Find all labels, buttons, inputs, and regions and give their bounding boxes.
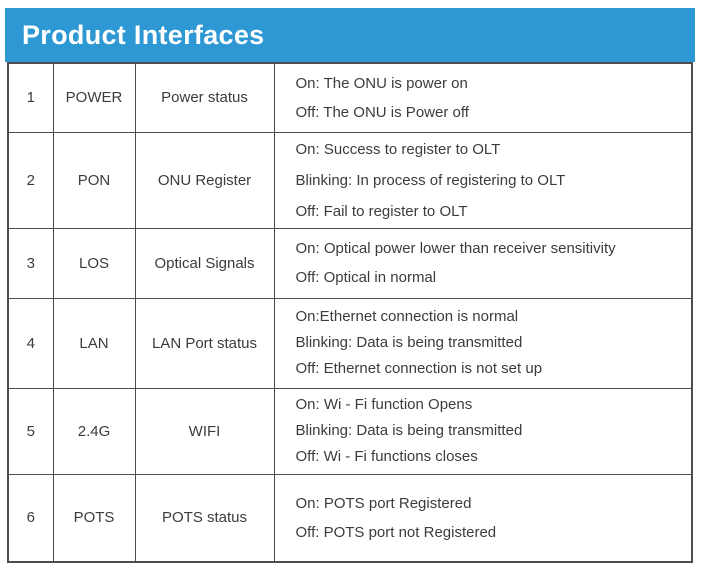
table-row: 6 POTS POTS status On: POTS port Registe… xyxy=(7,473,693,563)
led-function-cell: Power status xyxy=(134,62,275,133)
state-line: Off: Fail to register to OLT xyxy=(295,202,468,220)
table-row: 1 POWER Power status On: The ONU is powe… xyxy=(7,62,693,133)
state-line: Off: Ethernet connection is not set up xyxy=(295,360,543,377)
led-states-cell: On: Wi - Fi function Opens Blinking: Dat… xyxy=(273,387,693,475)
table-row: 5 2.4G WIFI On: Wi - Fi function Opens B… xyxy=(7,387,693,475)
state-line: Blinking: In process of registering to O… xyxy=(295,171,566,189)
state-line: Off: POTS port not Registered xyxy=(295,523,497,541)
led-name-cell: POTS xyxy=(52,473,136,563)
table-row: 4 LAN LAN Port status On:Ethernet connec… xyxy=(7,297,693,389)
state-line: On: Optical power lower than receiver se… xyxy=(295,240,616,257)
state-line: Off: The ONU is Power off xyxy=(295,103,469,121)
led-function-cell: LAN Port status xyxy=(134,297,275,389)
state-line: On: POTS port Registered xyxy=(295,494,472,512)
led-states-cell: On: Success to register to OLT Blinking:… xyxy=(273,131,693,229)
led-function-cell: WIFI xyxy=(134,387,275,475)
row-number-cell: 6 xyxy=(7,473,54,563)
state-line: Off: Optical in normal xyxy=(295,269,437,286)
state-line: Blinking: Data is being transmitted xyxy=(295,422,523,439)
led-name-cell: POWER xyxy=(52,62,136,133)
row-number-cell: 4 xyxy=(7,297,54,389)
row-number-cell: 1 xyxy=(7,62,54,133)
led-states-cell: On: POTS port Registered Off: POTS port … xyxy=(273,473,693,563)
led-states-cell: On:Ethernet connection is normal Blinkin… xyxy=(273,297,693,389)
led-name-cell: LOS xyxy=(52,227,136,299)
interfaces-table: 1 POWER Power status On: The ONU is powe… xyxy=(7,62,693,563)
state-line: On: Wi - Fi function Opens xyxy=(295,396,473,413)
led-states-cell: On: Optical power lower than receiver se… xyxy=(273,227,693,299)
state-line: On: Success to register to OLT xyxy=(295,140,501,158)
table-row: 3 LOS Optical Signals On: Optical power … xyxy=(7,227,693,299)
row-number-cell: 2 xyxy=(7,131,54,229)
state-line: Blinking: Data is being transmitted xyxy=(295,334,523,351)
state-line: On:Ethernet connection is normal xyxy=(295,308,519,325)
led-function-cell: ONU Register xyxy=(134,131,275,229)
row-number-cell: 5 xyxy=(7,387,54,475)
page-title: Product Interfaces xyxy=(22,19,265,50)
led-function-cell: POTS status xyxy=(134,473,275,563)
led-name-cell: LAN xyxy=(52,297,136,389)
row-number-cell: 3 xyxy=(7,227,54,299)
led-name-cell: 2.4G xyxy=(52,387,136,475)
state-line: On: The ONU is power on xyxy=(295,74,468,92)
led-function-cell: Optical Signals xyxy=(134,227,275,299)
state-line: Off: Wi - Fi functions closes xyxy=(295,448,478,465)
led-states-cell: On: The ONU is power on Off: The ONU is … xyxy=(273,62,693,133)
led-name-cell: PON xyxy=(52,131,136,229)
header-bar: Product Interfaces xyxy=(5,8,695,62)
table-row: 2 PON ONU Register On: Success to regist… xyxy=(7,131,693,229)
